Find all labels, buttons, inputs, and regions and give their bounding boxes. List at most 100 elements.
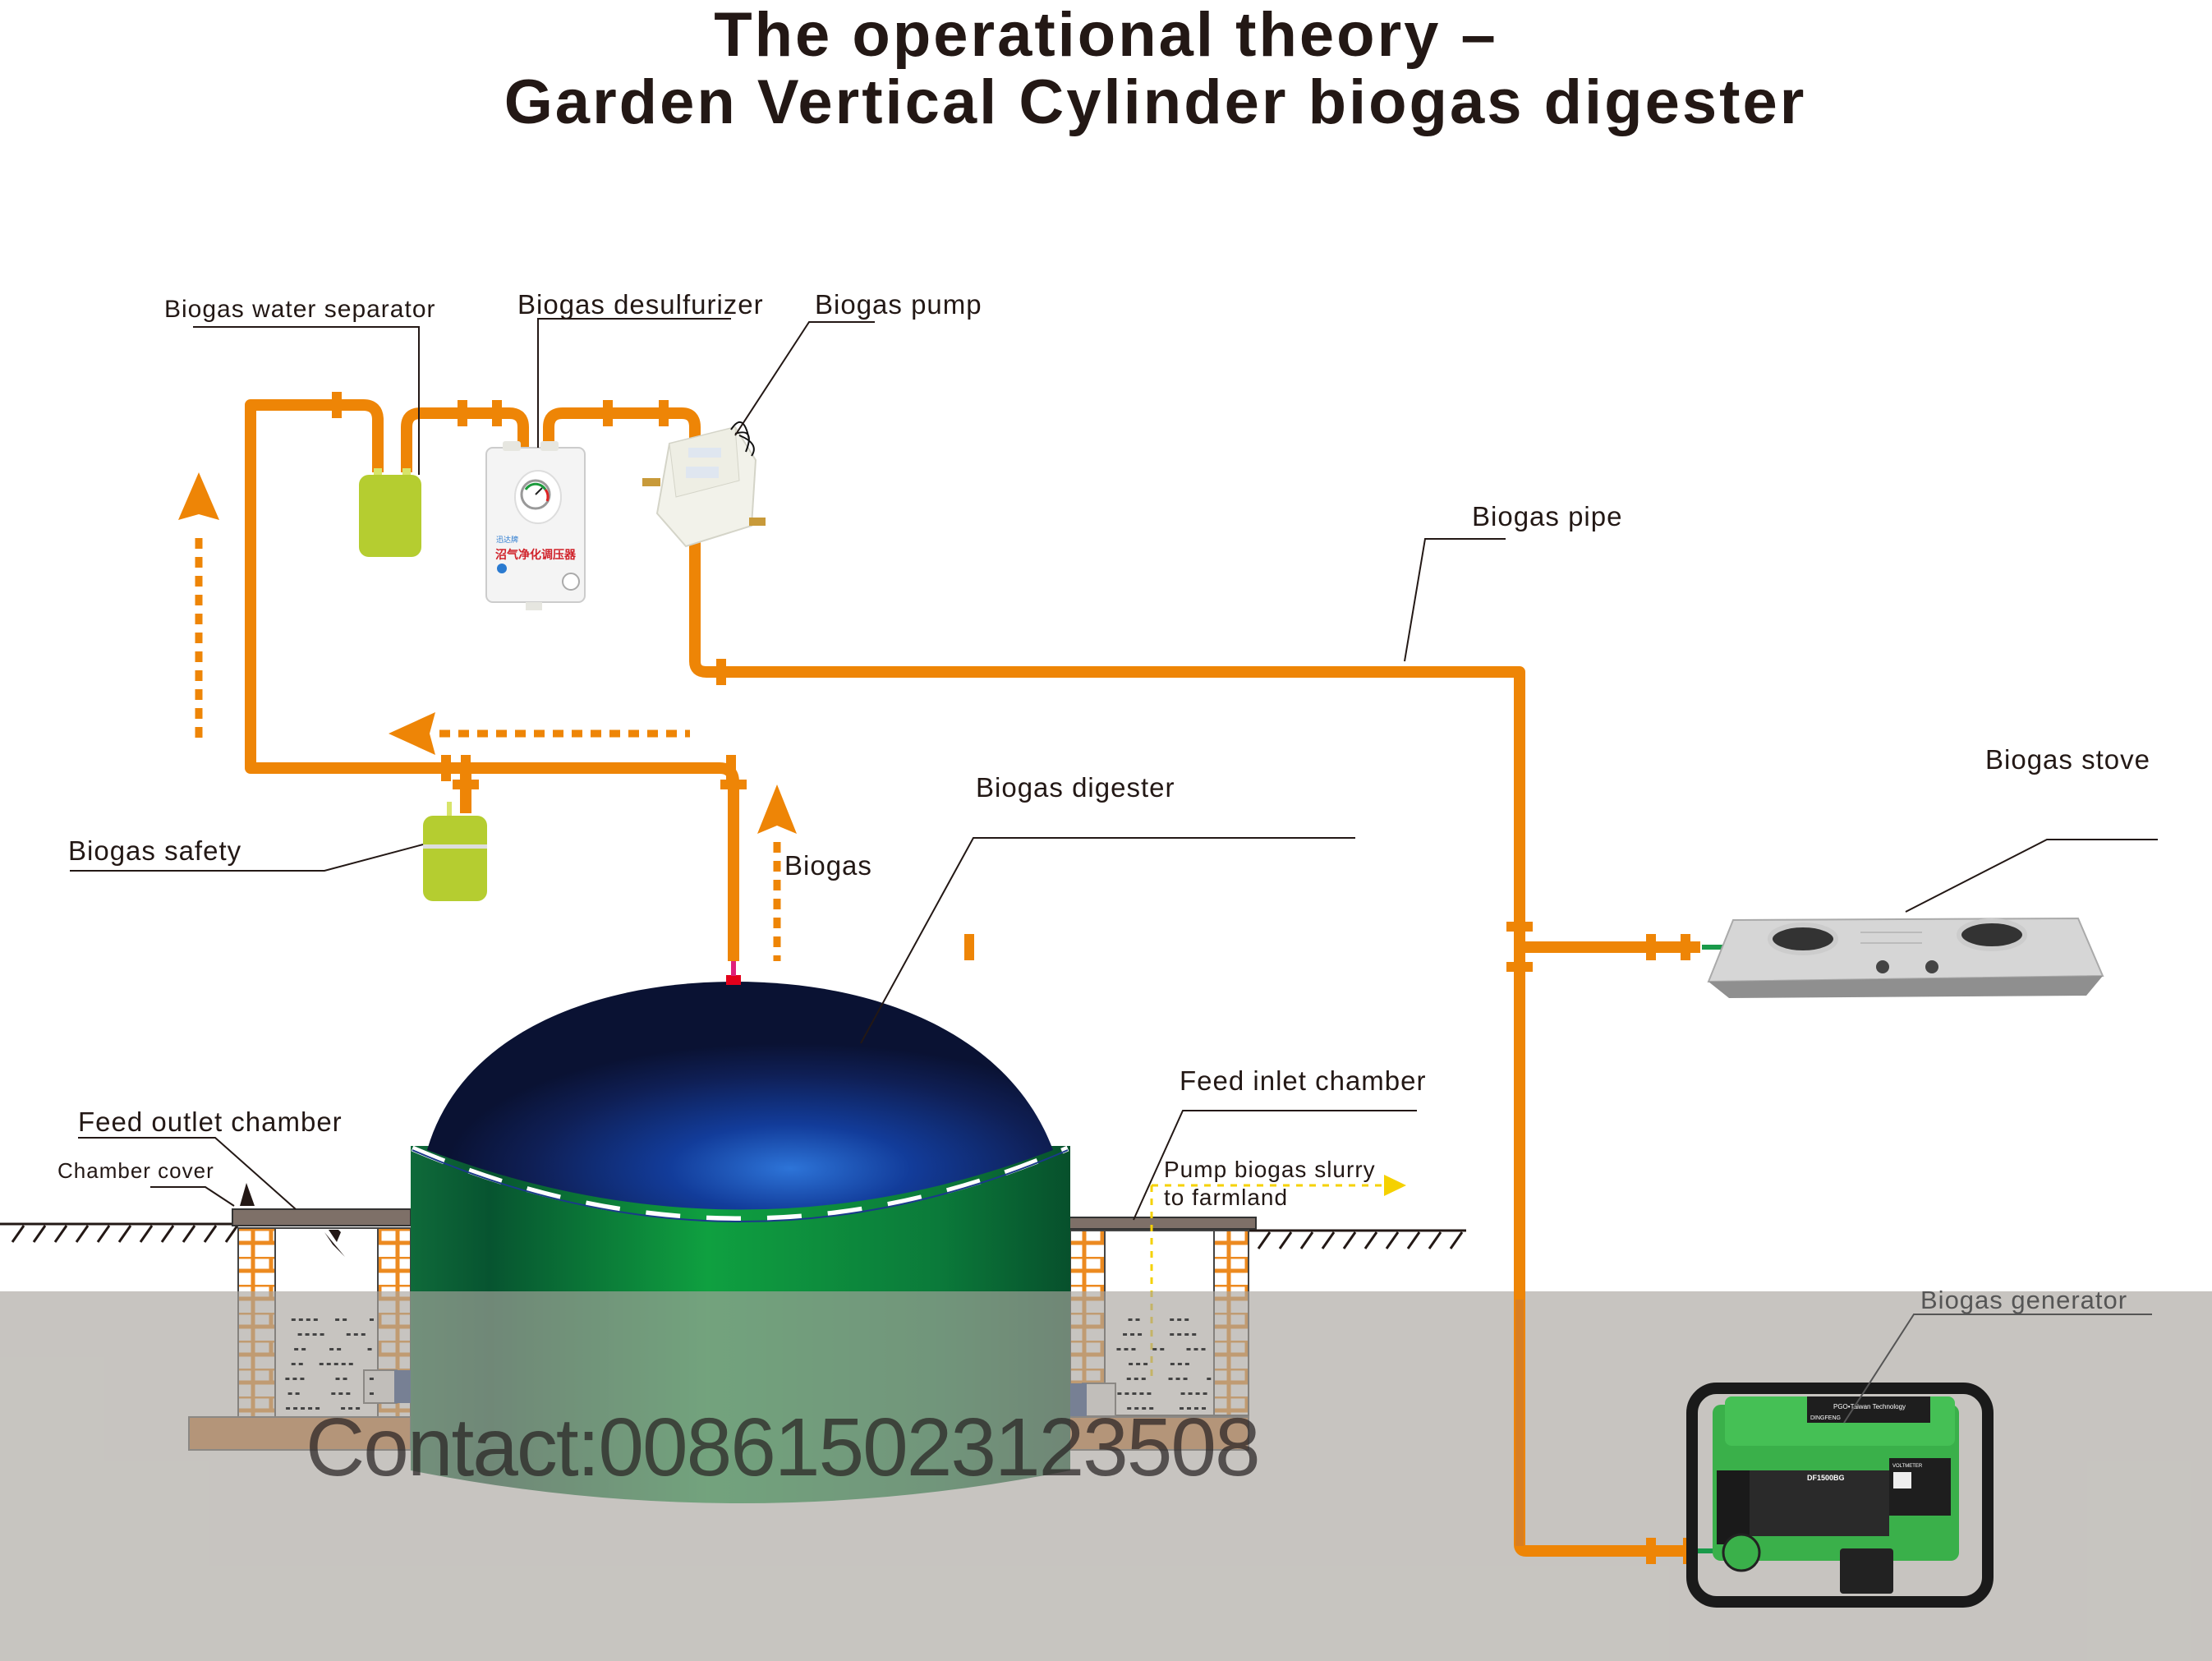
slurry-dot <box>1117 1392 1122 1395</box>
label-slurry-line-1: Pump biogas slurry <box>1164 1157 1376 1182</box>
slurry-dot <box>1202 1407 1207 1410</box>
slurry-dot <box>343 1318 347 1321</box>
pipe-connector <box>716 659 726 685</box>
slurry-dot <box>1124 1392 1129 1395</box>
slurry-dot <box>1132 1392 1137 1395</box>
pipe-connector <box>458 400 467 426</box>
slurry-dot <box>1186 1348 1191 1350</box>
label-slurry-line-2: to farmland <box>1164 1185 1289 1210</box>
arrow-left-icon <box>389 712 435 755</box>
slurry-dot <box>338 1392 343 1395</box>
knob-left-icon <box>1876 960 1889 973</box>
slurry-dot <box>286 1407 291 1410</box>
slurry-dot <box>285 1378 290 1380</box>
slurry-dot <box>308 1407 313 1410</box>
label-biogas-digester: Biogas digester <box>976 772 1175 803</box>
slurry-dot <box>1139 1392 1144 1395</box>
pipe-connector <box>1646 1538 1656 1564</box>
hatch-mark <box>117 1225 132 1243</box>
title-line-1: The operational theory – <box>714 0 1498 70</box>
slurry-dot <box>319 1363 324 1365</box>
gas-outlet-valve <box>726 975 741 985</box>
slurry-dot <box>335 1318 340 1321</box>
contact-watermark: Contact:008615023123508 <box>306 1401 1261 1493</box>
slurry-dot <box>1149 1407 1154 1410</box>
slurry-dot <box>356 1407 361 1410</box>
slurry-dot <box>306 1318 310 1321</box>
slurry-dot <box>1123 1333 1128 1336</box>
pipe-connector <box>441 755 451 781</box>
label-chamber-cover: Chamber cover <box>57 1158 214 1183</box>
hatch-mark <box>203 1225 218 1243</box>
hatch-mark <box>1428 1231 1442 1249</box>
pipe-pump-main <box>689 542 1688 1557</box>
slurry-dot <box>298 1363 303 1365</box>
pipe-connector <box>964 934 974 960</box>
slurry-dot <box>1138 1333 1143 1336</box>
pipe-desulfurizer-pump <box>543 407 701 450</box>
slurry-dot <box>312 1333 317 1336</box>
slurry-dot <box>1175 1378 1180 1380</box>
slurry-dot <box>1177 1333 1182 1336</box>
slurry-dot <box>1193 1348 1198 1350</box>
pipe-connectors <box>332 392 1693 1564</box>
slurry-dot <box>1170 1318 1175 1321</box>
hatch-mark <box>1364 1231 1378 1249</box>
label-feed-outlet-chamber: Feed outlet chamber <box>78 1107 343 1137</box>
hatch-mark <box>1321 1231 1336 1249</box>
slurry-dot <box>326 1363 331 1365</box>
hatch-mark <box>1449 1231 1464 1249</box>
slurry-dot <box>1129 1363 1134 1365</box>
slurry-dot <box>1168 1378 1173 1380</box>
slurry-dot <box>1207 1378 1212 1380</box>
slurry-dot <box>346 1392 351 1395</box>
hatch-mark <box>224 1225 239 1243</box>
slurry-dot <box>1180 1392 1185 1395</box>
hatch-mark <box>1278 1231 1293 1249</box>
slurry-dot <box>1184 1333 1189 1336</box>
hatch-mark <box>1385 1231 1400 1249</box>
slurry-dot <box>1184 1363 1189 1365</box>
desulfurizer-name: 沼气净化调压器 <box>495 548 577 561</box>
biogas-stove <box>1707 917 2104 998</box>
generator-leader-line <box>1843 1314 2152 1424</box>
slurry-dot <box>320 1333 324 1336</box>
slurry-dot <box>337 1348 342 1350</box>
slurry-dot <box>1188 1392 1193 1395</box>
generator-brand: DINGFENG <box>1810 1415 1841 1421</box>
leader-lines <box>70 318 2158 1221</box>
slurry-dot <box>1195 1392 1200 1395</box>
slurry-dot <box>292 1378 297 1380</box>
slurry-dot <box>1201 1348 1206 1350</box>
slurry-dot <box>313 1318 318 1321</box>
label-pump: Biogas pump <box>815 289 982 320</box>
hatch-mark <box>96 1225 111 1243</box>
knob-right-icon <box>1925 960 1938 973</box>
title-line-2: Garden Vertical Cylinder biogas digester <box>504 67 1807 137</box>
slurry-dot <box>1130 1333 1135 1336</box>
slurry-dot <box>1152 1348 1157 1350</box>
slurry-dot <box>369 1318 374 1321</box>
slurry-particles <box>285 1318 1212 1410</box>
slurry-dot <box>298 1318 303 1321</box>
slurry-dot <box>1160 1348 1165 1350</box>
hatch-mark <box>53 1225 68 1243</box>
desulfurizer-brand: 迅达牌 <box>496 535 518 544</box>
dome-rim <box>411 1145 1069 1222</box>
slurry-dot <box>329 1348 334 1350</box>
label-biogas-flow: Biogas <box>784 850 872 881</box>
slurry-dot <box>1136 1363 1141 1365</box>
ground-surface <box>0 1222 1466 1249</box>
hatch-mark <box>11 1225 25 1243</box>
hatch-mark <box>32 1225 47 1243</box>
arrow-up-biogas-icon <box>757 784 797 834</box>
slurry-dot <box>1183 1378 1188 1380</box>
label-biogas-safety: Biogas safety <box>68 835 242 866</box>
arrow-up-icon <box>178 472 219 520</box>
slurry-dot <box>1177 1318 1182 1321</box>
slurry-dot <box>346 1333 351 1336</box>
water-separator <box>359 475 421 557</box>
slurry-dot <box>294 1348 299 1350</box>
slurry-dot <box>297 1333 302 1336</box>
